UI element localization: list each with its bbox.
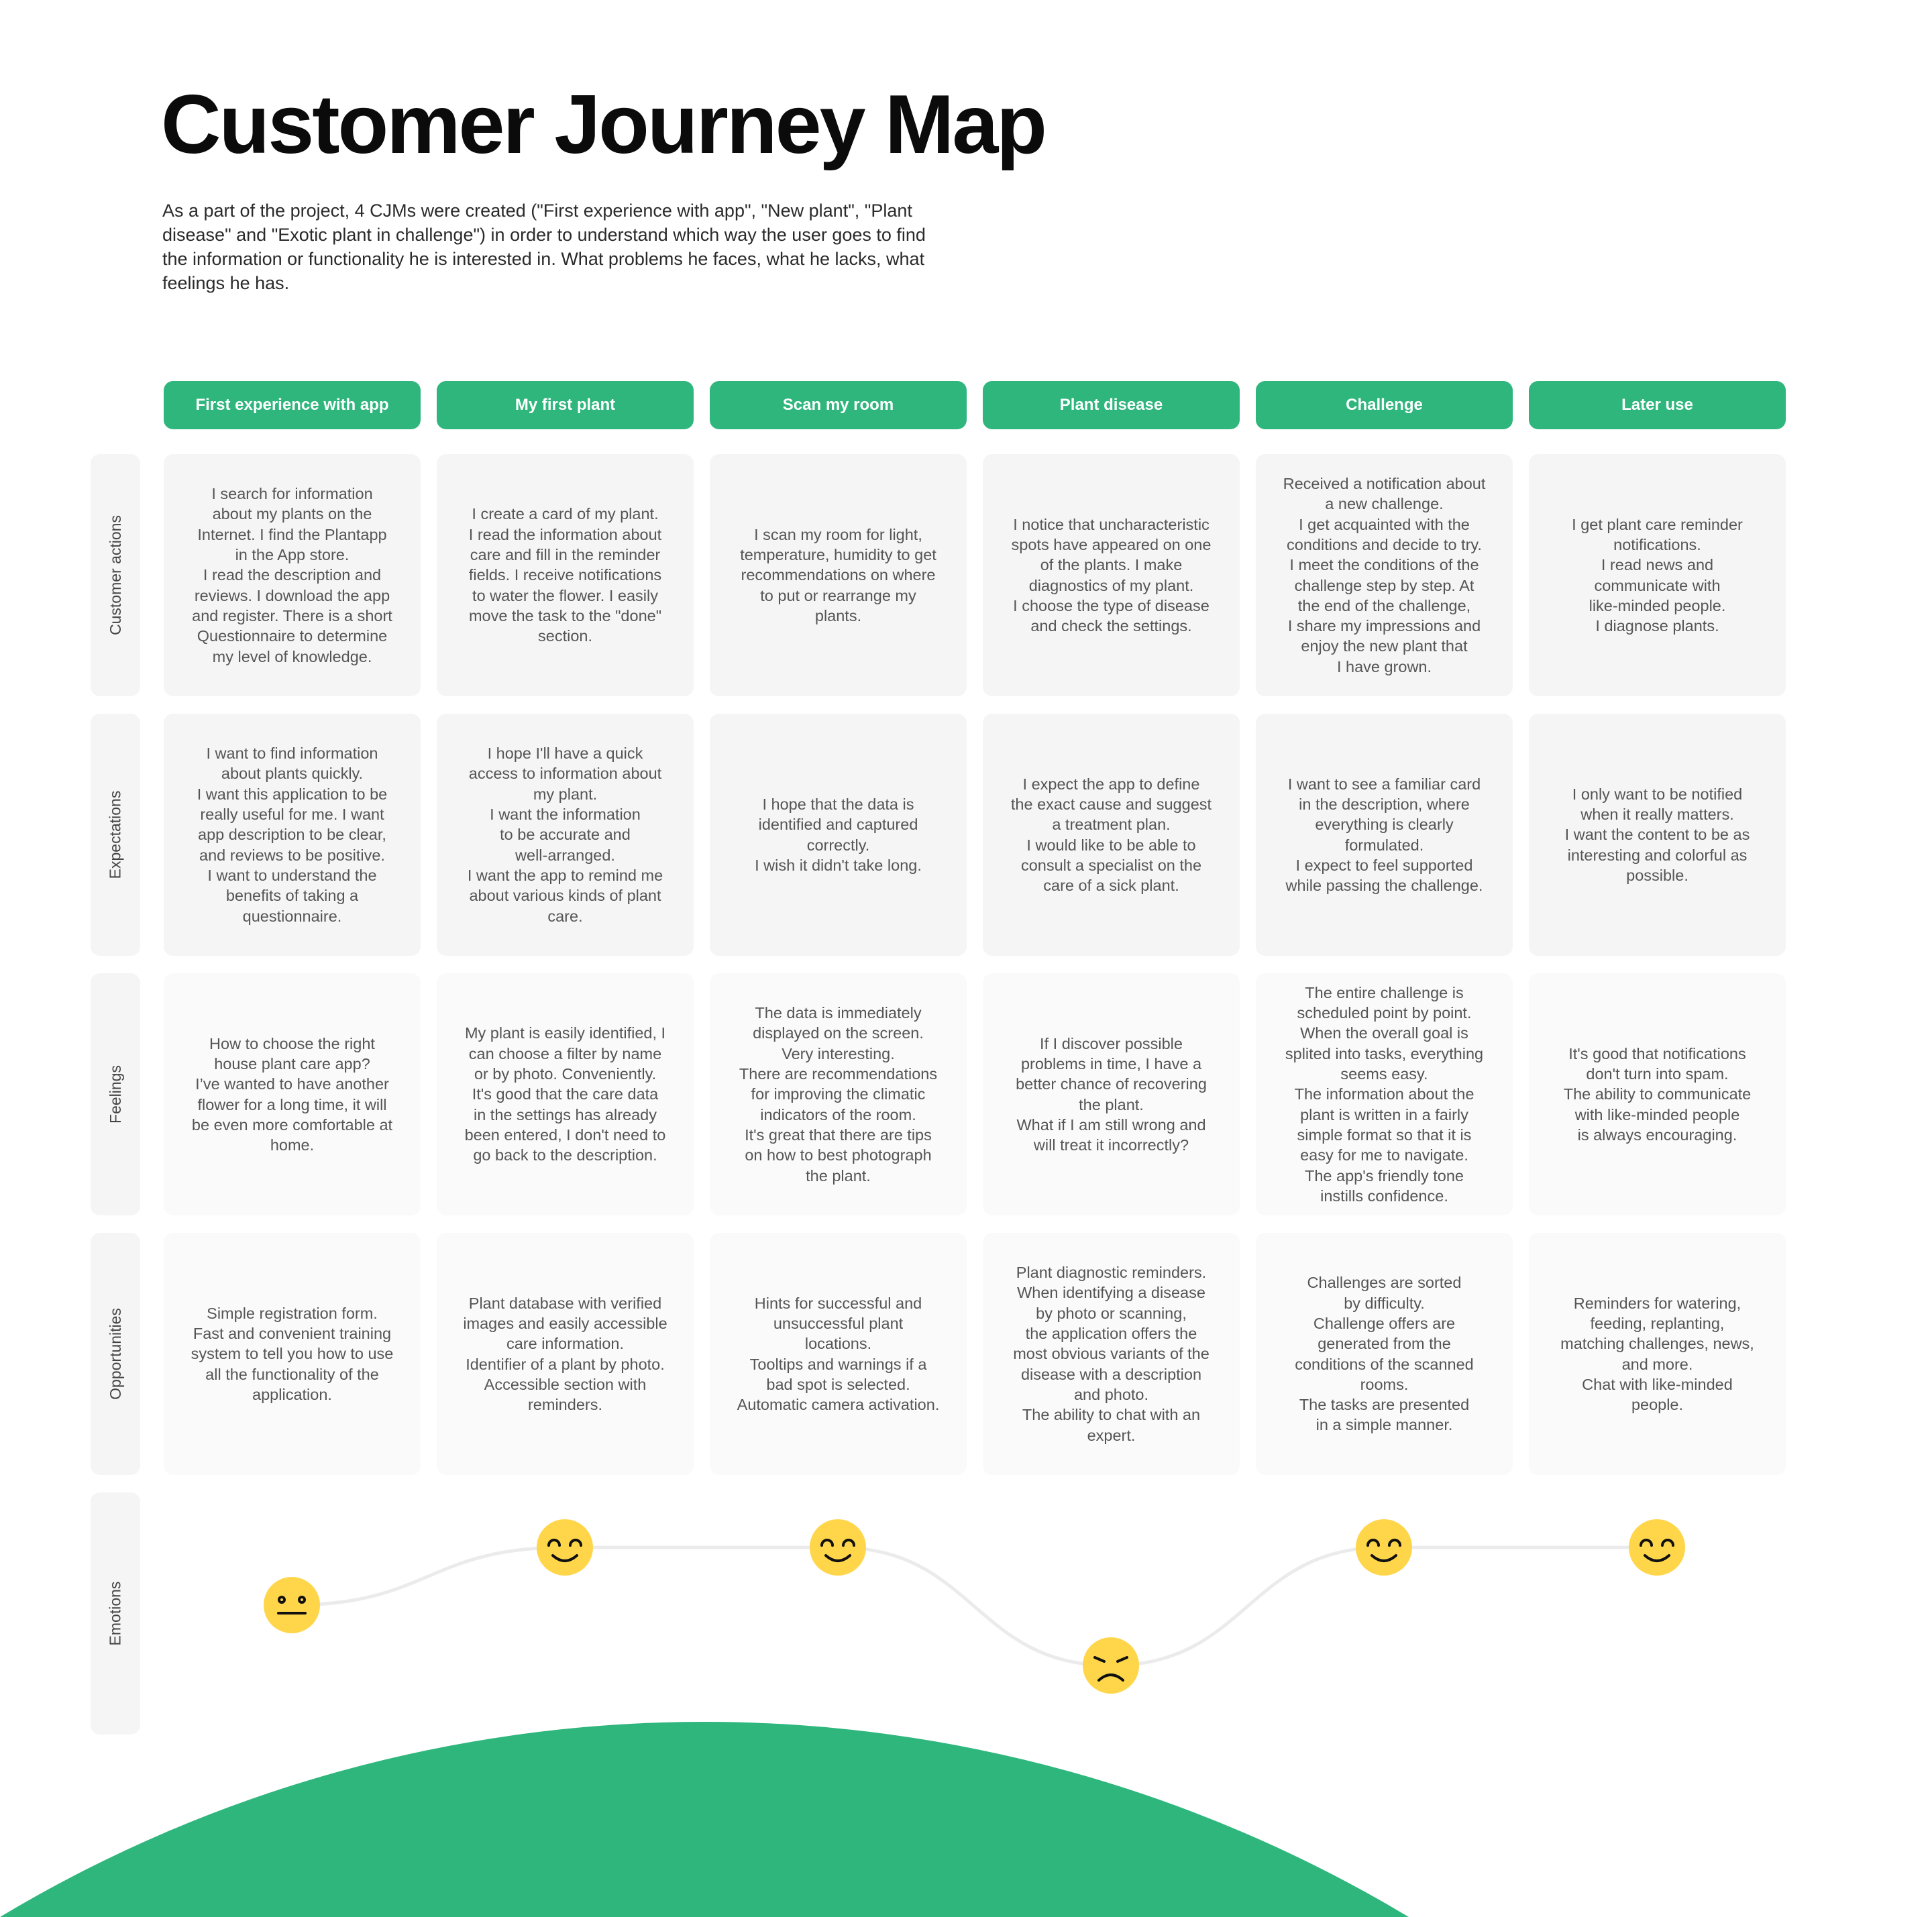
journey-cell-text: The data is immediately displayed on the… [739, 1004, 938, 1185]
happy-face-icon [537, 1519, 593, 1576]
page-title: Customer Journey Map [161, 78, 1047, 171]
emotion-line [291, 1545, 1657, 1667]
journey-cell-text: Challenges are sorted by difficulty. Cha… [1295, 1274, 1474, 1434]
journey-cell-text: I want to see a familiar card in the des… [1285, 775, 1483, 895]
green-arc-decoration [0, 1722, 1409, 1917]
journey-cell-text: If I discover possible problems in time,… [1016, 1034, 1207, 1154]
sad-face-icon [1083, 1637, 1139, 1694]
journey-cell: How to choose the right house plant care… [164, 973, 421, 1215]
journey-cell-text: I create a card of my plant. I read the … [468, 505, 662, 645]
row-label: Feelings [91, 973, 140, 1215]
journey-cell-text: Reminders for watering, feeding, replant… [1560, 1294, 1754, 1414]
journey-cell-text: I get plant care reminder notifications.… [1572, 515, 1743, 635]
happy-face-icon [810, 1519, 866, 1576]
journey-cell: I hope that the data is identified and c… [710, 714, 967, 956]
journey-cell: If I discover possible problems in time,… [983, 973, 1240, 1215]
journey-cell: Plant diagnostic reminders. When identif… [983, 1233, 1240, 1475]
journey-cell: I hope I'll have a quick access to infor… [437, 714, 694, 956]
journey-cell: I create a card of my plant. I read the … [437, 454, 694, 696]
stage-header: Challenge [1256, 381, 1513, 429]
journey-cell: I expect the app to define the exact cau… [983, 714, 1240, 956]
stage-header: Later use [1529, 381, 1786, 429]
journey-cell-text: I expect the app to define the exact cau… [1010, 775, 1212, 895]
journey-cell-text: I only want to be notified when it reall… [1564, 785, 1750, 884]
happy-face-icon [1629, 1519, 1685, 1576]
journey-cell: It's good that notifications don't turn … [1529, 973, 1786, 1215]
journey-cell: I notice that uncharacteristic spots hav… [983, 454, 1240, 696]
happy-face-icon [1356, 1519, 1412, 1576]
intro-text: As a part of the project, 4 CJMs were cr… [162, 201, 926, 293]
journey-cell: I want to see a familiar card in the des… [1256, 714, 1513, 956]
journey-cell: Hints for successful and unsuccessful pl… [710, 1233, 967, 1475]
stage-header: Plant disease [983, 381, 1240, 429]
journey-cell-text: I want to find information about plants … [197, 745, 388, 925]
row-label: Expectations [91, 714, 140, 956]
row-label: Opportunities [91, 1233, 140, 1475]
stage-header: My first plant [437, 381, 694, 429]
journey-cell-text: How to choose the right house plant care… [191, 1034, 393, 1154]
journey-cell-text: Simple registration form. Fast and conve… [191, 1304, 394, 1403]
journey-cell-text: It's good that notifications don't turn … [1563, 1044, 1752, 1144]
journey-cell: Received a notification about a new chal… [1256, 454, 1513, 696]
journey-cell: Reminders for watering, feeding, replant… [1529, 1233, 1786, 1475]
journey-cell: My plant is easily identified, I can cho… [437, 973, 694, 1215]
neutral-face-icon [264, 1577, 320, 1633]
journey-cell: The data is immediately displayed on the… [710, 973, 967, 1215]
journey-cell: The entire challenge is scheduled point … [1256, 973, 1513, 1215]
journey-cell-text: Plant diagnostic reminders. When identif… [1013, 1264, 1210, 1444]
journey-cell-text: Hints for successful and unsuccessful pl… [737, 1294, 940, 1414]
journey-cell: Challenges are sorted by difficulty. Cha… [1256, 1233, 1513, 1475]
journey-cell: I search for information about my plants… [164, 454, 421, 696]
journey-cell-text: Plant database with verified images and … [463, 1294, 667, 1414]
journey-cell-text: I hope that the data is identified and c… [755, 795, 922, 874]
journey-cell: Plant database with verified images and … [437, 1233, 694, 1475]
journey-cell: I get plant care reminder notifications.… [1529, 454, 1786, 696]
journey-cell-text: I notice that uncharacteristic spots hav… [1011, 515, 1212, 635]
journey-cell-text: The entire challenge is scheduled point … [1285, 983, 1484, 1205]
journey-cell-text: I search for information about my plants… [192, 485, 392, 665]
row-label: Customer actions [91, 454, 140, 696]
journey-cell-text: My plant is easily identified, I can cho… [464, 1024, 666, 1164]
journey-cell-text: I scan my room for light, temperature, h… [740, 525, 936, 624]
journey-cell: I want to find information about plants … [164, 714, 421, 956]
journey-cell: Simple registration form. Fast and conve… [164, 1233, 421, 1475]
stage-header: Scan my room [710, 381, 967, 429]
journey-cell: I only want to be notified when it reall… [1529, 714, 1786, 956]
journey-cell-text: Received a notification about a new chal… [1283, 475, 1486, 675]
journey-cell: I scan my room for light, temperature, h… [710, 454, 967, 696]
stage-header: First experience with app [164, 381, 421, 429]
journey-cell-text: I hope I'll have a quick access to infor… [467, 745, 663, 925]
row-label: Emotions [91, 1492, 140, 1735]
